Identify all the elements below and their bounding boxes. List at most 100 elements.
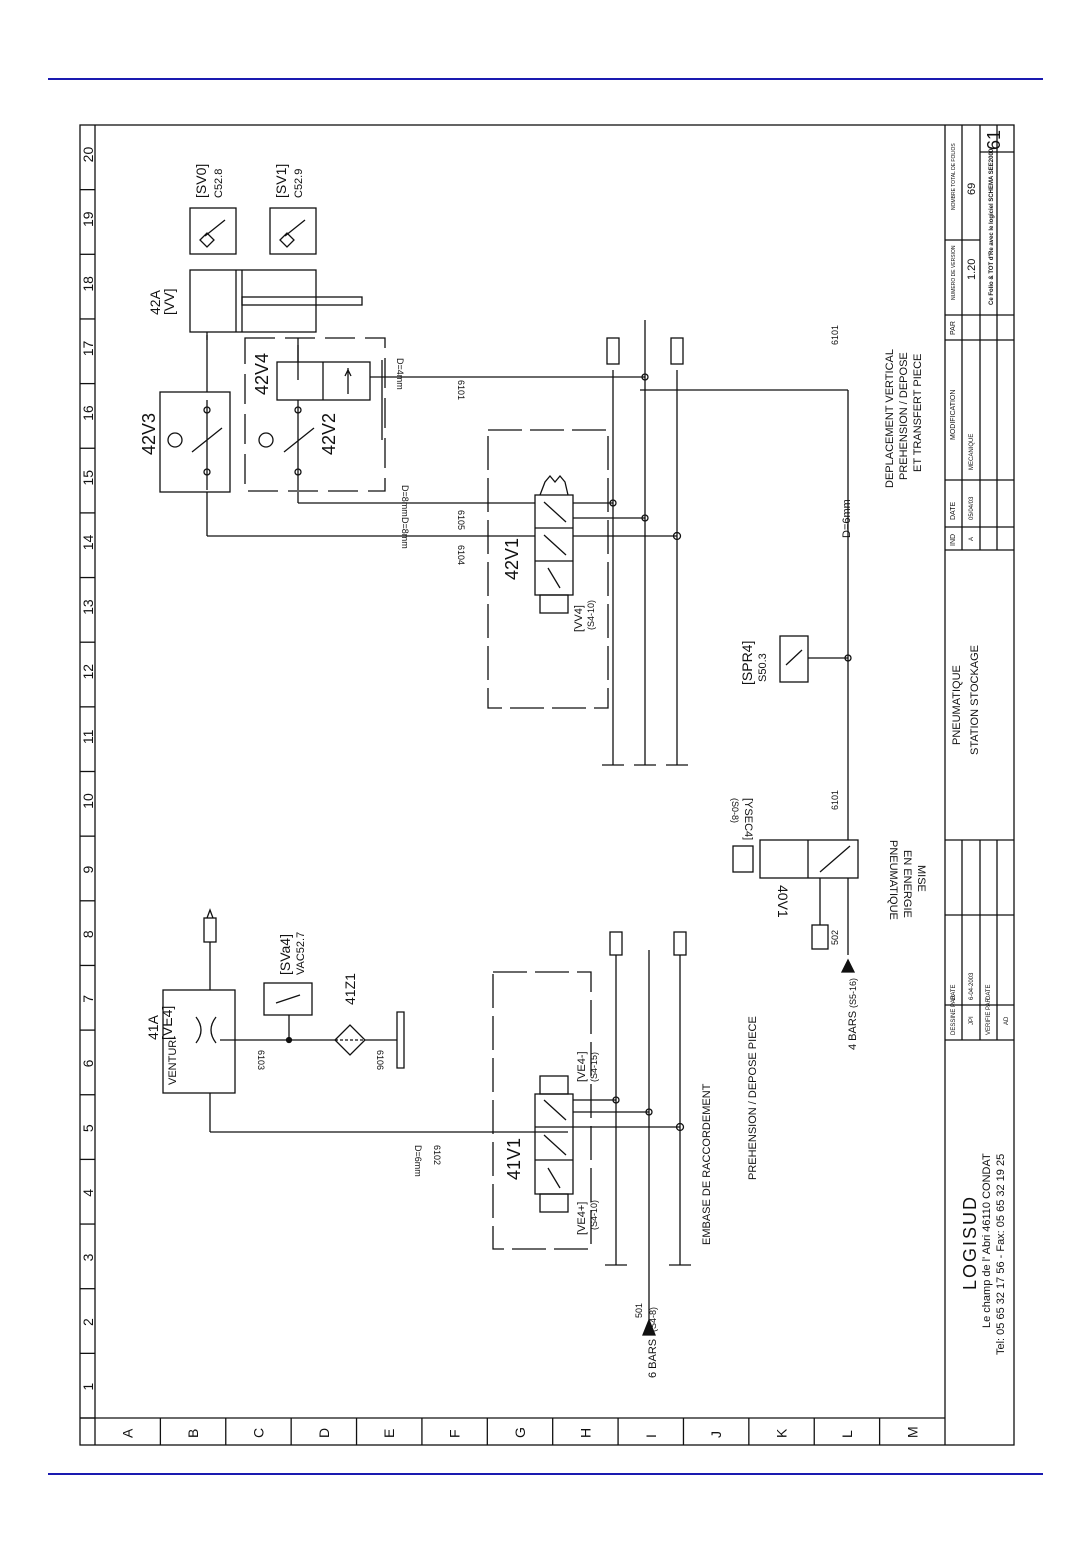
column-label-10: 10 bbox=[80, 793, 96, 809]
venturi-41a bbox=[162, 908, 568, 1133]
modif-label: MODIFICATION bbox=[950, 390, 957, 440]
par-label: PAR bbox=[950, 321, 957, 335]
line-6106: 6106 bbox=[375, 1050, 385, 1070]
prehension-label: PREHENSION / DEPOSE PIECE bbox=[747, 1016, 759, 1180]
valve-41v1-right-tag: [VE4-] bbox=[576, 1051, 588, 1082]
row-label-H: H bbox=[577, 1428, 593, 1438]
row-label-D: D bbox=[316, 1428, 332, 1438]
row-label-I: I bbox=[643, 1434, 659, 1438]
manifold-rails-left bbox=[605, 931, 691, 1336]
valve-42v4-label: 42V4 bbox=[252, 353, 272, 395]
sensor-sv1 bbox=[269, 207, 317, 255]
company-phone: Tel: 05 65 32 17 56 - Fax: 05 65 32 19 2… bbox=[995, 1154, 1007, 1355]
supply-4bars-ref: (S5-16) bbox=[848, 978, 858, 1008]
valve-40v1-label: 40V1 bbox=[775, 885, 791, 918]
cylinder-tag: [VV] bbox=[161, 289, 177, 315]
line-6101-top: 6101 bbox=[830, 325, 840, 345]
valve-41v1-left-ref: (S4-10) bbox=[589, 1200, 599, 1230]
column-label-6: 6 bbox=[80, 1059, 96, 1067]
column-label-19: 19 bbox=[80, 211, 96, 227]
column-label-18: 18 bbox=[80, 276, 96, 292]
sensor-sv0-tag: [SV0] bbox=[193, 164, 209, 198]
column-label-12: 12 bbox=[80, 664, 96, 680]
folio-number: 61 bbox=[984, 130, 1004, 150]
row-label-J: J bbox=[708, 1431, 724, 1438]
cylinder-ref: 42A bbox=[147, 289, 163, 315]
flow-control-42v2 bbox=[244, 337, 386, 492]
line-6104: 6104 bbox=[456, 545, 466, 565]
filter-ref: 41Z1 bbox=[342, 973, 358, 1005]
bottom-rule bbox=[48, 1473, 1043, 1475]
column-label-13: 13 bbox=[80, 599, 96, 615]
date-col-label: DATE bbox=[950, 502, 957, 520]
column-label-1: 1 bbox=[80, 1383, 96, 1391]
column-label-9: 9 bbox=[80, 865, 96, 873]
line-6103: 6103 bbox=[256, 1050, 266, 1070]
station-label: STATION STOCKAGE bbox=[969, 645, 981, 755]
drawn-by-label: DESSINE PAR bbox=[951, 994, 957, 1035]
ind-label: IND bbox=[950, 534, 957, 546]
valve-40v1-tag: [YSEC4] bbox=[742, 798, 754, 840]
valve-42v1-label: 42V1 bbox=[502, 538, 522, 580]
rev-modif: MECANIQUE bbox=[969, 434, 975, 470]
supply-6bars-ref: (S4-8) bbox=[648, 1307, 658, 1332]
venturi-label: VENTURI bbox=[167, 1037, 179, 1085]
row-label-B: B bbox=[185, 1429, 201, 1438]
valve-42v1-ref: (S4-10) bbox=[586, 600, 596, 630]
column-label-11: 11 bbox=[80, 729, 96, 744]
lines-6104-6105 bbox=[206, 335, 535, 537]
supply-6bars: 6 BARS bbox=[647, 1339, 659, 1378]
line-6102: 6102 bbox=[432, 1145, 442, 1165]
valve-41v1-left-tag: [VE4+] bbox=[576, 1202, 588, 1235]
column-label-4: 4 bbox=[80, 1189, 96, 1197]
sensor-sv1-tag: [SV1] bbox=[273, 164, 289, 198]
column-label-3: 3 bbox=[80, 1253, 96, 1261]
deplacement-1: DEPLACEMENT VERTICAL bbox=[884, 349, 896, 488]
column-label-15: 15 bbox=[80, 470, 96, 486]
total-value: 69 bbox=[966, 183, 978, 195]
version-value: 1.20 bbox=[966, 259, 978, 280]
rev-ind: A bbox=[969, 537, 975, 541]
valve-42v4 bbox=[276, 345, 645, 401]
line-502: 502 bbox=[830, 930, 840, 945]
sensor-sv0-ref: C52.8 bbox=[213, 169, 225, 198]
column-label-20: 20 bbox=[80, 147, 96, 163]
valve-40v1-ref: (S0-8) bbox=[730, 798, 740, 823]
folio-note: Ce Folio & TOT d'Re avec le logiciel SCH… bbox=[989, 148, 995, 305]
row-label-C: C bbox=[250, 1428, 266, 1438]
subject-label: PNEUMATIQUE bbox=[951, 665, 963, 745]
d4mm-42v4: D=4mm bbox=[395, 358, 405, 390]
column-label-2: 2 bbox=[80, 1318, 96, 1326]
date-label: DATE bbox=[951, 984, 957, 1000]
column-label-7: 7 bbox=[80, 995, 96, 1003]
checked-by: AD bbox=[1004, 1016, 1010, 1025]
mise-label-3: PNEUMATIQUE bbox=[887, 840, 899, 920]
sensor-sv0 bbox=[189, 207, 237, 255]
line-6105: 6105 bbox=[456, 510, 466, 530]
rev-date: 05/04/03 bbox=[969, 496, 975, 520]
row-label-F: F bbox=[447, 1429, 463, 1438]
pressure-switch-ref: S50.3 bbox=[757, 653, 769, 682]
line-6101-mid: 6101 bbox=[830, 790, 840, 810]
flow-42v2-label: 42V2 bbox=[319, 413, 339, 455]
column-label-17: 17 bbox=[80, 340, 96, 356]
supply-line-6101 bbox=[640, 389, 852, 840]
row-label-M: M bbox=[904, 1426, 920, 1438]
date-value: 6-04-2003 bbox=[969, 972, 975, 1000]
cylinder-42a bbox=[189, 269, 363, 340]
vacuum-switch-tag: [SVa4] bbox=[277, 934, 293, 975]
company-name: LOGISUD bbox=[960, 1195, 980, 1290]
row-label-K: K bbox=[774, 1428, 790, 1438]
valve-42v1-tag: [VV4] bbox=[573, 605, 585, 632]
valve-41v1-label: 41V1 bbox=[504, 1138, 524, 1180]
flow-42v3-label: 42V3 bbox=[139, 413, 159, 455]
venturi-ref: 41A bbox=[145, 1014, 161, 1040]
line-501: 501 bbox=[634, 1303, 644, 1318]
date2-label: DATE bbox=[986, 984, 992, 1000]
venturi-tag: [VE4] bbox=[159, 1006, 175, 1040]
vacuum-switch-ref: VAC52.7 bbox=[295, 932, 307, 975]
vacuum-switch-sva4 bbox=[263, 982, 313, 1016]
deplacement-3: ET TRANSFERT PIECE bbox=[912, 354, 924, 472]
